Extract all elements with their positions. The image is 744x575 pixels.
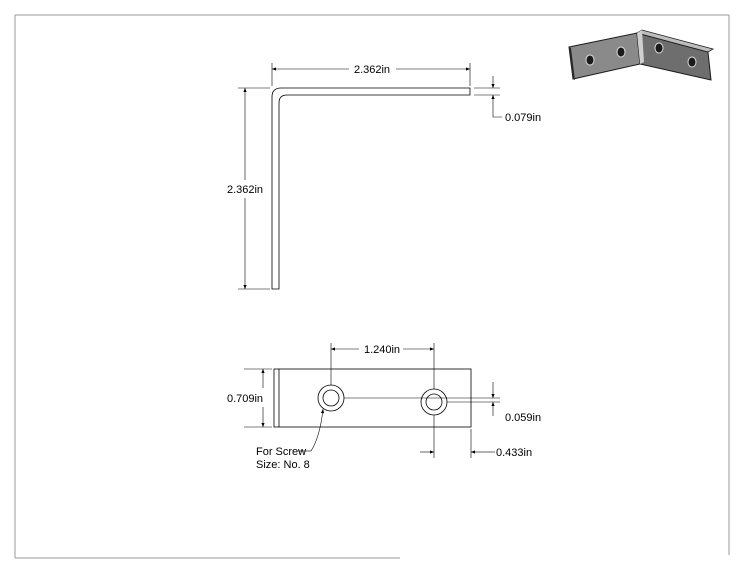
edge-offset-label: 0.433in [496,447,532,459]
screw-hole-left [317,384,345,412]
screw-note-line1: For Screw [256,446,306,458]
side-height-dimension: 2.362in [227,87,270,290]
hole-offset-label: 0.059in [505,412,541,424]
hole-spacing-label: 1.240in [364,344,400,356]
bracket-render-thumbnail [568,29,715,81]
side-height-label: 2.362in [227,184,263,196]
screw-note-line2: Size: No. 8 [256,459,310,471]
screw-note: For Screw Size: No. 8 [256,408,325,471]
plate-height-dimension: 0.709in [227,368,272,428]
edge-offset-dimension: 0.433in [420,415,532,459]
plate-height-label: 0.709in [227,393,263,405]
sheet-border [14,14,730,559]
hole-offset-dimension: 0.059in [344,382,541,424]
thickness-label: 0.079in [505,112,541,124]
hole-spacing-dimension: 1.240in [330,343,435,389]
top-width-label: 2.362in [354,64,390,76]
thickness-dimension: 0.079in [474,76,541,124]
top-width-dimension: 2.362in [271,63,471,86]
side-view-profile [271,87,471,290]
screw-hole-right [420,388,448,416]
